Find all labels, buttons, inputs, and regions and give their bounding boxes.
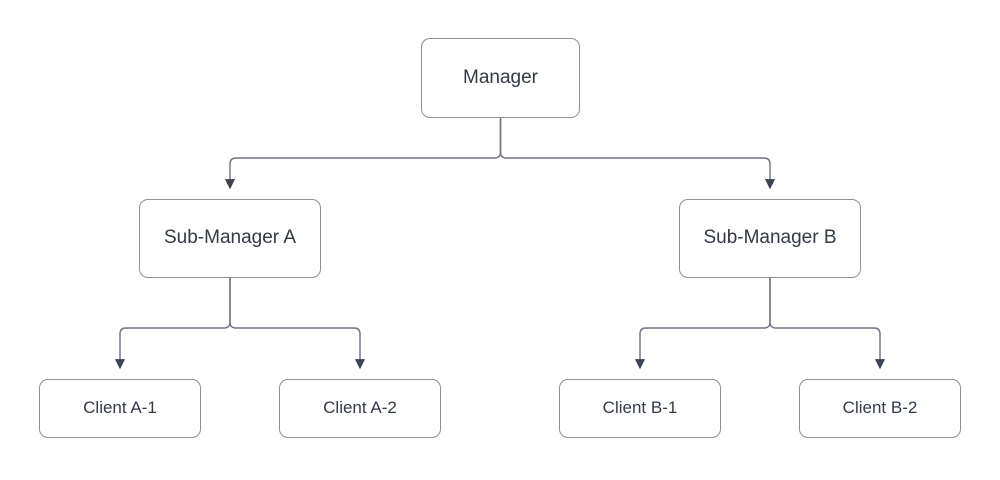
edge-sub-manager-b-to-client-b2 (769, 278, 886, 370)
node-client-b2-label: Client B-2 (842, 398, 918, 418)
edge-sub-manager-a-to-client-a2 (229, 278, 366, 370)
node-client-b2[interactable]: Client B-2 (799, 379, 961, 438)
node-sub-manager-a-label: Sub-Manager A (163, 227, 297, 249)
edge-sub-manager-b-to-client-b1 (634, 278, 771, 370)
node-client-a1-label: Client A-1 (83, 398, 157, 418)
node-sub-manager-a[interactable]: Sub-Manager A (139, 199, 321, 278)
node-manager[interactable]: Manager (421, 38, 580, 118)
node-client-a1[interactable]: Client A-1 (39, 379, 201, 438)
edge-manager-to-sub-manager-a (224, 118, 502, 190)
node-sub-manager-b[interactable]: Sub-Manager B (679, 199, 861, 278)
node-client-b1-label: Client B-1 (602, 398, 678, 418)
node-sub-manager-b-label: Sub-Manager B (703, 227, 837, 249)
node-manager-label: Manager (463, 66, 538, 88)
edge-manager-to-sub-manager-b (499, 118, 776, 190)
node-client-a2[interactable]: Client A-2 (279, 379, 441, 438)
node-client-b1[interactable]: Client B-1 (559, 379, 721, 438)
edge-sub-manager-a-to-client-a1 (114, 278, 231, 370)
node-client-a2-label: Client A-2 (323, 398, 397, 418)
